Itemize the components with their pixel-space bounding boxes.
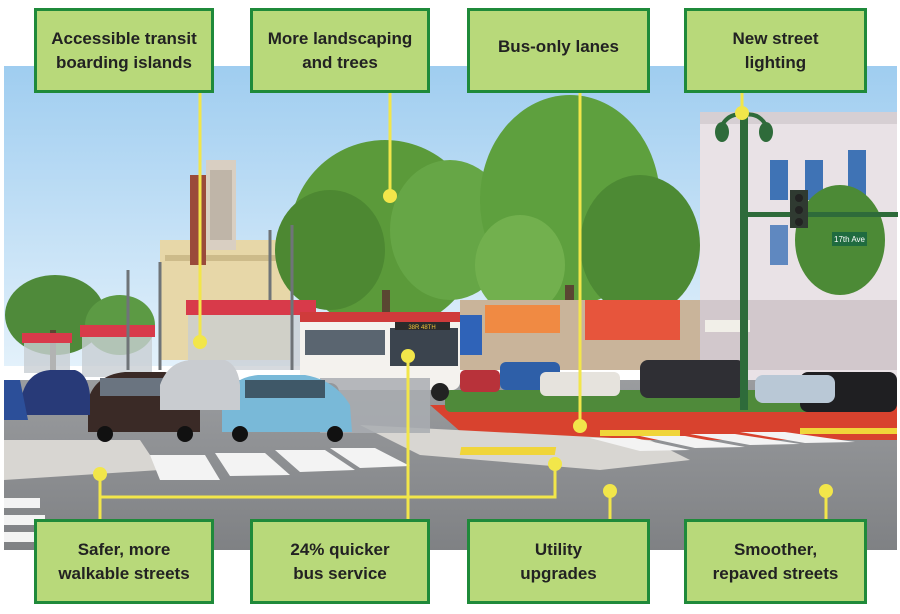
callout-quicker-bus-service: 24% quicker bus service xyxy=(250,519,430,604)
callout-new-street-lighting: New street lighting xyxy=(684,8,867,93)
callout-more-landscaping-and-trees: More landscaping and trees xyxy=(250,8,430,93)
poles xyxy=(126,225,294,370)
callout-line: More landscaping xyxy=(267,28,413,48)
callout-line: repaved streets xyxy=(712,563,839,583)
callout-line: Utility xyxy=(534,539,583,559)
leader-dots xyxy=(93,106,833,498)
bus-destination-sign: 38R 48TH xyxy=(408,325,435,331)
street-light xyxy=(715,110,898,410)
callout-line: Smoother, xyxy=(733,539,818,559)
crosswalk xyxy=(4,432,855,542)
street-name-sign: 17th Ave xyxy=(832,232,867,246)
callout-line: 24% quicker xyxy=(290,539,390,559)
callout-bus-only-lanes: Bus-only lanes xyxy=(467,8,650,93)
callout-line: New street xyxy=(732,28,819,48)
callout-line: upgrades xyxy=(520,563,597,583)
callout-safer-walkable-streets: Safer, more walkable streets xyxy=(34,519,214,604)
svg-text:17th Ave: 17th Ave xyxy=(834,235,866,244)
callout-line: Bus-only lanes xyxy=(498,37,619,56)
bus: 38R 48TH xyxy=(300,312,460,401)
callout-line: lighting xyxy=(744,52,807,72)
callout-smoother-repaved-streets: Smoother, repaved streets xyxy=(684,519,867,604)
callout-line: bus service xyxy=(293,563,387,583)
leader-lines xyxy=(98,93,828,519)
sidewalk-corner xyxy=(4,440,160,480)
callout-line: and trees xyxy=(302,52,378,72)
callout-line: Safer, more xyxy=(77,539,171,559)
callout-line: boarding islands xyxy=(55,52,192,72)
central-trees xyxy=(275,95,700,355)
callout-accessible-transit-boarding-islands: Accessible transit boarding islands xyxy=(34,8,214,93)
bus-only-lane xyxy=(430,405,897,440)
callout-line: walkable streets xyxy=(58,563,190,583)
callout-line: Accessible transit xyxy=(51,28,197,48)
callout-utility-upgrades: Utility upgrades xyxy=(467,519,650,604)
corner-building xyxy=(700,112,897,380)
